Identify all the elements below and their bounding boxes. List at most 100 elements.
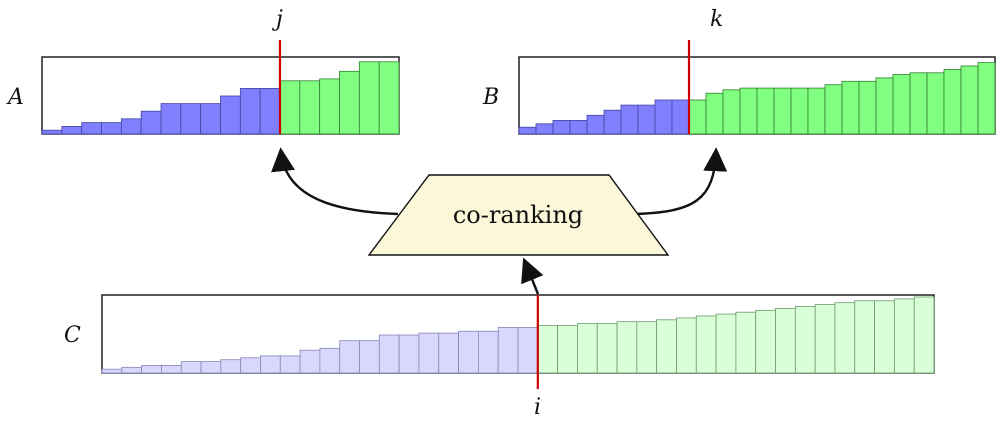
panel-c-bar xyxy=(260,355,281,374)
panel-a-bar xyxy=(101,122,122,135)
panel-c-bar xyxy=(695,315,717,374)
panel-c-bar xyxy=(319,347,341,374)
panel-a-bar xyxy=(61,126,83,135)
panel-c-bar xyxy=(438,332,459,374)
panel-a-bar xyxy=(299,80,321,135)
panel-a-bar xyxy=(200,103,221,135)
panel-c-bar xyxy=(378,334,400,374)
co-ranking-trapezoid xyxy=(367,174,670,256)
panel-c-bar xyxy=(458,330,479,374)
panel-a-bar xyxy=(81,122,102,135)
panel-a-bar xyxy=(239,88,261,135)
panel-c-bar xyxy=(180,361,202,374)
panel-c-bar xyxy=(755,309,776,374)
arrow-from-c xyxy=(521,257,544,295)
panel-a-bar xyxy=(160,103,182,135)
panel-b-bar xyxy=(722,89,741,135)
panel-b-bar xyxy=(671,99,690,135)
panel-c-bar xyxy=(616,321,638,374)
panel-c-bar xyxy=(874,300,895,374)
panel-b-bar xyxy=(586,114,605,135)
panel-b-bar xyxy=(790,87,809,135)
panel-a-bar xyxy=(41,129,63,135)
panel-c-bar xyxy=(161,364,182,374)
panel-c-bar xyxy=(141,364,162,374)
panel-c-bar xyxy=(279,355,301,374)
label-b: B xyxy=(482,85,499,110)
panel-c-bar xyxy=(913,296,935,374)
panel-b-bar xyxy=(739,87,758,135)
panel-b-bar xyxy=(603,109,622,135)
panel-c-bar xyxy=(577,323,598,374)
panel-a xyxy=(41,40,400,135)
panel-a-bar xyxy=(180,103,202,135)
panel-c-bar xyxy=(636,321,658,374)
panel-c-bar xyxy=(715,313,737,374)
panel-c-bar xyxy=(676,317,697,374)
panel-c-bar xyxy=(497,326,519,374)
panel-b-bar xyxy=(909,72,928,135)
label-i: i xyxy=(534,395,541,420)
panel-a-bar xyxy=(319,78,340,135)
panel-b-bar xyxy=(654,99,673,135)
panel-c-bar xyxy=(200,361,222,374)
panel-b-bar xyxy=(705,92,724,135)
panel-a-bar xyxy=(140,110,162,135)
panel-a-bar xyxy=(358,61,380,135)
panel-b-bar xyxy=(518,126,537,135)
arrow-to-a xyxy=(271,147,399,216)
panel-b-bar xyxy=(637,104,656,135)
panel-c-bar xyxy=(794,306,816,374)
panel-c-bar xyxy=(477,330,499,374)
panel-c-bar xyxy=(121,366,143,374)
panel-b-bar xyxy=(892,74,911,135)
panel-b-bar xyxy=(841,80,860,135)
panel-a-bar xyxy=(120,118,142,135)
panel-b-bar xyxy=(875,77,894,135)
panel-c-bar xyxy=(101,368,123,374)
center-label: co-ranking xyxy=(453,201,583,229)
panel-b-bar xyxy=(960,65,979,135)
panel-c-bar xyxy=(893,298,915,374)
panel-c-bar xyxy=(359,340,380,374)
panel-b-bar xyxy=(569,120,588,135)
panel-b-bar xyxy=(824,84,843,135)
panel-b-bar xyxy=(620,104,639,135)
panel-b-bar xyxy=(756,87,775,135)
panel-c-bar xyxy=(339,340,360,374)
panel-b-bar xyxy=(688,99,707,135)
panel-c-bar xyxy=(834,302,856,374)
panel-b-bar xyxy=(773,87,792,135)
panel-c-bar xyxy=(775,307,796,374)
panel-b-bar xyxy=(552,120,571,135)
panel-c-bar xyxy=(854,300,875,374)
label-j: j xyxy=(271,7,283,32)
panel-a-bar xyxy=(259,88,281,135)
panel-b-bar xyxy=(926,72,945,135)
panel-a-bar xyxy=(279,80,301,135)
panel-a-bar xyxy=(378,61,400,135)
panel-b-bar xyxy=(858,80,877,135)
panel-c-bar xyxy=(418,332,440,374)
panel-c-bar xyxy=(557,325,578,374)
panel-c-bar xyxy=(537,325,559,374)
panel-c-bar xyxy=(240,357,261,374)
panel-c-bar xyxy=(398,334,420,374)
label-a: A xyxy=(6,85,24,110)
panel-a-bar xyxy=(220,95,241,135)
panel-c-bar xyxy=(220,359,242,374)
panel-c-bar xyxy=(735,311,757,374)
panel-b-bar xyxy=(977,62,996,135)
arrow-to-b xyxy=(635,147,728,216)
panel-c-bar xyxy=(814,304,836,374)
label-k: k xyxy=(710,7,723,32)
label-c: C xyxy=(64,323,81,348)
panel-c-bar xyxy=(299,349,321,374)
panel-b-bar xyxy=(535,123,554,135)
panel-b-bar xyxy=(943,69,962,135)
panel-a-bar xyxy=(339,70,360,135)
panel-c-bar xyxy=(517,326,539,374)
panel-c-bar xyxy=(596,323,618,374)
panel-c xyxy=(101,294,935,389)
